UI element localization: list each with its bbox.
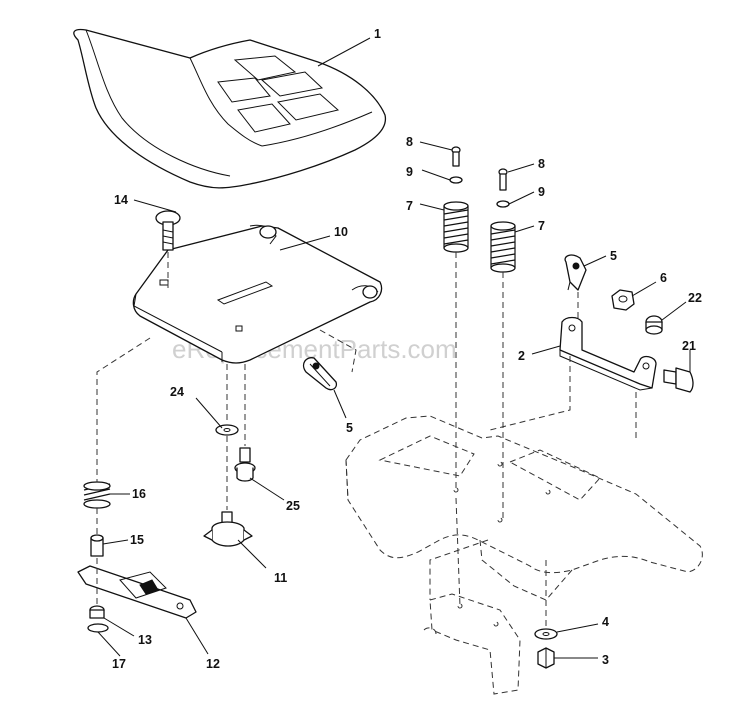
callout-8-right: 8	[538, 157, 545, 171]
callout-10: 10	[334, 225, 348, 239]
callout-11: 11	[274, 571, 287, 585]
washer-4	[534, 628, 558, 640]
bolt-8-right	[498, 168, 508, 191]
callout-13: 13	[138, 633, 152, 647]
callout-17: 17	[112, 657, 126, 671]
callout-7-right: 7	[538, 219, 545, 233]
nut-6	[611, 289, 635, 311]
washer-17	[87, 623, 109, 633]
callouts: 1 2 2 3 4 5 5 6 7 7 8 8 9 9 10 11 12 13 …	[112, 27, 702, 671]
callout-9-left: 9	[406, 165, 413, 179]
callout-22: 22	[688, 291, 702, 305]
callout-14: 14	[114, 193, 128, 207]
callout-8-left: 8	[406, 135, 413, 149]
callout-5-lower: 5	[346, 421, 353, 435]
washer-9-left	[449, 176, 463, 184]
nut-13	[89, 605, 105, 619]
callout-5-upper: 5	[610, 249, 617, 263]
clip-5-lower	[302, 357, 338, 391]
spring-16	[83, 481, 111, 509]
bracket-2	[559, 316, 657, 391]
callout-24: 24	[170, 385, 184, 399]
bolt-21	[663, 367, 694, 393]
callout-21: 21	[682, 339, 696, 353]
frame-outline	[345, 415, 703, 695]
washer-24	[215, 424, 239, 436]
callout-4: 4	[602, 615, 609, 629]
callout-6: 6	[660, 271, 667, 285]
leader-lines	[97, 37, 691, 659]
seat	[73, 28, 387, 189]
seat-pan	[132, 224, 383, 364]
callout-1: 1	[374, 27, 381, 41]
mounting-plate-12	[77, 565, 197, 619]
spring-7-right	[490, 221, 516, 273]
callout-12: 12	[206, 657, 220, 671]
callout-9-right: 9	[538, 185, 545, 199]
nut-22	[645, 315, 663, 335]
callout-7-left: 7	[406, 199, 413, 213]
shoulder-bolt-25	[234, 447, 256, 482]
callout-15: 15	[130, 533, 144, 547]
washer-9-right	[496, 200, 510, 208]
callout-3: 3	[602, 653, 609, 667]
clip-5-upper	[564, 254, 587, 291]
spacer-15	[90, 534, 104, 557]
bolt-3	[537, 647, 555, 669]
carriage-bolt-14	[155, 210, 181, 251]
bolt-8-left	[451, 146, 461, 167]
callout-2-upper: 2	[518, 349, 525, 363]
adjustment-knob-11	[203, 511, 253, 547]
assembly-lines	[96, 252, 637, 628]
spring-7-left	[443, 201, 469, 253]
callout-16: 16	[132, 487, 146, 501]
callout-25: 25	[286, 499, 300, 513]
